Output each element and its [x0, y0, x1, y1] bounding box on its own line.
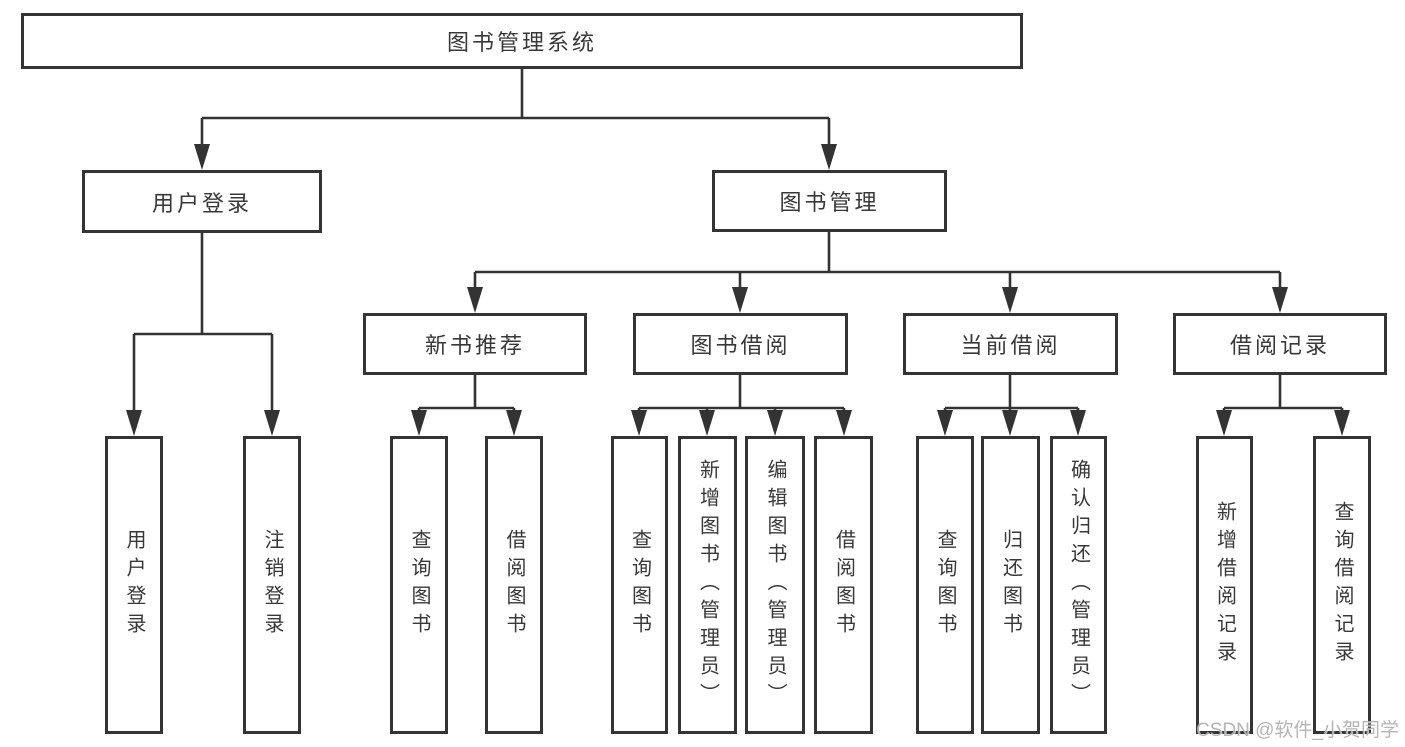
- leaf-user-login: 用户登录: [105, 436, 163, 734]
- arrowhead: [194, 144, 210, 170]
- node-label: 编辑图书（管理员）: [764, 459, 786, 711]
- arrowhead: [506, 410, 522, 436]
- node-label: 查询图书: [934, 529, 956, 641]
- node-borrowing-records: 借阅记录: [1173, 313, 1387, 375]
- arrowhead: [264, 410, 280, 436]
- node-label: 借阅图书: [832, 529, 855, 641]
- leaf-query-books-recommend: 查询图书: [390, 436, 448, 734]
- leaf-add-borrow-record: 新增借阅记录: [1196, 436, 1253, 734]
- node-label: 查询借阅记录: [1331, 501, 1353, 669]
- arrowheads: [126, 144, 1350, 436]
- node-label: 新增图书（管理员）: [696, 459, 719, 711]
- arrowhead: [1272, 287, 1288, 313]
- leaf-query-borrow-record: 查询借阅记录: [1313, 436, 1371, 734]
- leaf-logout: 注销登录: [243, 436, 301, 734]
- arrowhead: [1334, 410, 1350, 436]
- connector-shafts: [132, 69, 1344, 416]
- leaf-confirm-return-admin: 确认归还（管理员）: [1050, 436, 1107, 734]
- arrowhead: [411, 410, 427, 436]
- leaf-borrow-books-recommend: 借阅图书: [485, 436, 543, 734]
- node-label: 图书借阅: [690, 333, 791, 358]
- node-label: 查询图书: [408, 529, 430, 641]
- leaf-query-books-current: 查询图书: [916, 436, 974, 734]
- node-new-book-recommend: 新书推荐: [363, 313, 587, 375]
- arrowhead: [937, 410, 953, 436]
- node-label: 归还图书: [999, 529, 1022, 641]
- arrowhead: [1070, 410, 1086, 436]
- leaf-borrow-books-borrowing: 借阅图书: [814, 436, 873, 734]
- node-label: 确认归还（管理员）: [1067, 459, 1090, 711]
- node-label: 新增借阅记录: [1213, 501, 1236, 669]
- arrowhead: [821, 144, 837, 170]
- node-label: 借阅记录: [1229, 333, 1330, 358]
- node-current-borrowing: 当前借阅: [903, 313, 1118, 375]
- node-user-login: 用户登录: [82, 170, 322, 233]
- arrowhead: [836, 410, 852, 436]
- arrowhead: [1002, 287, 1018, 313]
- arrowhead: [467, 287, 483, 313]
- arrowhead: [1216, 410, 1232, 436]
- arrowhead: [767, 410, 783, 436]
- arrowhead: [732, 287, 748, 313]
- arrowhead: [126, 410, 142, 436]
- arrowhead: [699, 410, 715, 436]
- node-label: 用户登录: [151, 190, 252, 216]
- node-label: 新书推荐: [424, 333, 525, 358]
- arrowhead: [631, 410, 647, 436]
- node-label: 注销登录: [261, 529, 283, 641]
- node-root-system: 图书管理系统: [21, 13, 1023, 69]
- node-book-borrowing: 图书借阅: [633, 313, 848, 375]
- node-book-management: 图书管理: [712, 170, 947, 232]
- arrowhead: [1002, 410, 1018, 436]
- node-label: 用户登录: [123, 529, 145, 641]
- node-label: 当前借阅: [960, 333, 1061, 358]
- watermark: CSDN @软件_小贺同学: [1196, 720, 1399, 741]
- leaf-query-books-borrowing: 查询图书: [611, 436, 668, 734]
- leaf-edit-book-admin: 编辑图书（管理员）: [745, 436, 805, 734]
- node-label: 图书管理系统: [446, 30, 597, 55]
- node-label: 查询图书: [628, 529, 651, 641]
- leaf-return-book: 归还图书: [981, 436, 1040, 734]
- node-label: 借阅图书: [503, 529, 525, 641]
- node-label: 图书管理: [779, 190, 880, 215]
- leaf-add-book-admin: 新增图书（管理员）: [678, 436, 737, 734]
